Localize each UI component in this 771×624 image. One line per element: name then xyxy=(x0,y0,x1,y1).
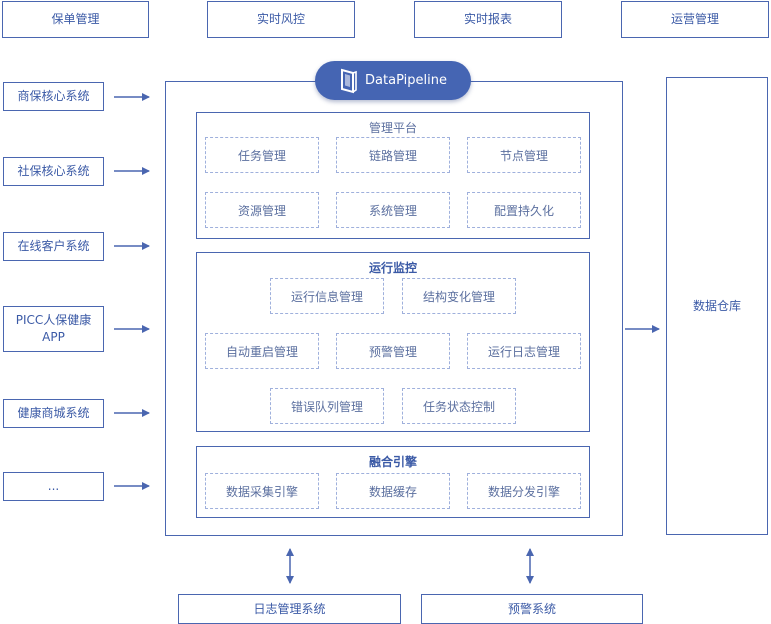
task-management: 任务管理 xyxy=(205,137,319,173)
monitoring-title: 运行监控 xyxy=(368,261,417,275)
engine-title: 融合引擎 xyxy=(368,455,417,469)
monitoring-panel: 运行监控 xyxy=(196,252,590,432)
task-status-control: 任务状态控制 xyxy=(402,388,516,424)
source-social-core: 社保核心系统 xyxy=(3,157,104,186)
top-module-ops: 运营管理 xyxy=(621,1,769,38)
run-log-management: 运行日志管理 xyxy=(467,333,581,369)
system-management: 系统管理 xyxy=(336,192,450,228)
brand-name: DataPipeline xyxy=(365,73,447,88)
source-health-mall: 健康商城系统 xyxy=(3,399,104,428)
management-title: 管理平台 xyxy=(368,121,417,135)
data-cache: 数据缓存 xyxy=(336,473,450,509)
source-picc-app: PICC人保健康APP xyxy=(3,306,104,352)
data-warehouse: 数据仓库 xyxy=(666,77,768,535)
data-distribution-engine: 数据分发引擎 xyxy=(467,473,581,509)
error-queue-management: 错误队列管理 xyxy=(270,388,384,424)
auto-restart-management: 自动重启管理 xyxy=(205,333,319,369)
run-info-management: 运行信息管理 xyxy=(270,278,384,314)
data-collection-engine: 数据采集引擎 xyxy=(205,473,319,509)
datapipeline-badge: DataPipeline xyxy=(315,61,471,100)
node-management: 节点管理 xyxy=(467,137,581,173)
management-panel: 管理平台 xyxy=(196,112,590,239)
top-module-policy: 保单管理 xyxy=(2,1,149,38)
top-module-risk: 实时风控 xyxy=(207,1,355,38)
resource-management: 资源管理 xyxy=(205,192,319,228)
source-more: ... xyxy=(3,472,104,501)
alert-system: 预警系统 xyxy=(421,594,643,624)
top-module-report: 实时报表 xyxy=(414,1,562,38)
datapipeline-logo-icon xyxy=(341,68,357,93)
source-online-customer: 在线客户系统 xyxy=(3,232,104,261)
schema-change-management: 结构变化管理 xyxy=(402,278,516,314)
alert-management: 预警管理 xyxy=(336,333,450,369)
link-management: 链路管理 xyxy=(336,137,450,173)
config-persistence: 配置持久化 xyxy=(467,192,581,228)
source-commercial-core: 商保核心系统 xyxy=(3,82,104,111)
engine-panel: 融合引擎 xyxy=(196,446,590,518)
